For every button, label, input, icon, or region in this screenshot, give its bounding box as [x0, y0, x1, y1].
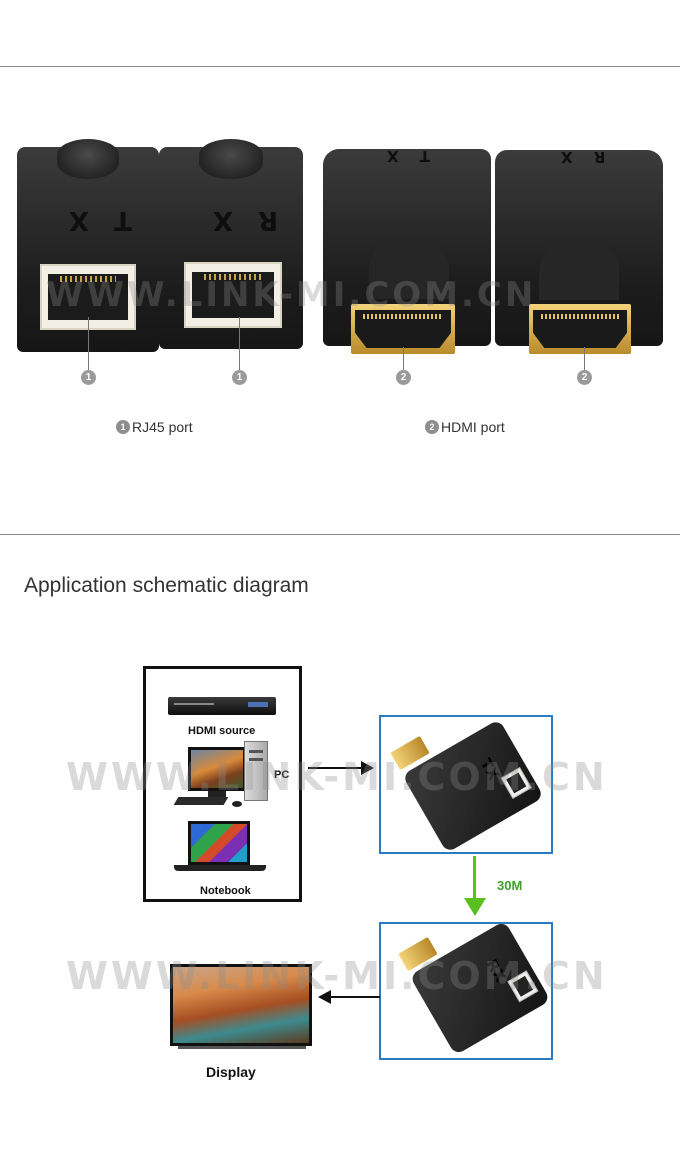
section-title: Application schematic diagram: [24, 574, 309, 597]
rx-hdmi-label: R X: [553, 148, 606, 166]
product-photo: T X R X T X R X WWW.LINK-MI.COM.CN 1 1 2…: [0, 67, 680, 397]
rx-label: R X: [205, 205, 279, 235]
transmitter-box: TX: [379, 715, 553, 854]
leader-line: [403, 347, 404, 370]
marker-1-rx: 1: [232, 370, 247, 385]
leader-line: [239, 317, 240, 370]
pc-label: PC: [274, 769, 290, 781]
transmitter-device: TX: [402, 719, 544, 853]
hdmi-port-rx: [529, 304, 631, 354]
arrow-head-left-icon: [318, 990, 331, 1004]
transmitter-rj45-port: [500, 767, 532, 799]
marker-2-tx: 2: [396, 370, 411, 385]
pc-tower: [244, 741, 268, 801]
hdmi-source-device: [168, 697, 276, 715]
middle-divider: [0, 534, 680, 535]
receiver-rj45-port: [507, 970, 539, 1003]
marker-2-rx: 2: [577, 370, 592, 385]
notebook-label: Notebook: [200, 885, 251, 897]
caption-rj45-number: 1: [116, 420, 130, 434]
receiver-box: RX: [379, 920, 553, 1060]
leader-line: [584, 347, 585, 370]
caption-rj45: 1 RJ45 port: [116, 419, 193, 435]
leader-line: [88, 317, 89, 370]
pc-keyboard: [173, 797, 229, 805]
marker-1-tx: 1: [81, 370, 96, 385]
pc-monitor: [188, 747, 246, 791]
caption-hdmi: 2 HDMI port: [425, 419, 505, 435]
arrow-head-down-icon: [464, 898, 486, 916]
receiver-label: RX: [482, 956, 510, 986]
top-divider: [0, 66, 680, 67]
display-stand: [178, 1046, 306, 1049]
arrow-to-display: [330, 996, 380, 998]
sources-box: HDMI source PC Notebook: [143, 666, 302, 902]
tx-label: T X: [61, 205, 132, 235]
display-label: Display: [206, 1064, 256, 1080]
arrow-head-right-icon: [361, 761, 374, 775]
hdmi-port-tx: [351, 304, 455, 354]
rj45-port-rx: [184, 262, 282, 328]
display-screen: [170, 964, 312, 1046]
tx-hdmi-label: T X: [379, 147, 431, 165]
notebook-base: [174, 865, 266, 871]
distance-label: 30M: [497, 878, 523, 893]
caption-hdmi-text: HDMI port: [441, 419, 505, 435]
caption-rj45-text: RJ45 port: [132, 419, 193, 435]
transmitter-label: TX: [476, 755, 504, 784]
pc-stand: [208, 791, 226, 799]
distance-arrow: [473, 856, 476, 900]
rx-rj45-unit: R X: [159, 139, 303, 349]
hdmi-source-label: HDMI source: [188, 725, 256, 737]
pc-mouse: [232, 801, 242, 807]
notebook-device: [188, 821, 250, 865]
caption-hdmi-number: 2: [425, 420, 439, 434]
arrow-to-transmitter: [308, 767, 364, 769]
